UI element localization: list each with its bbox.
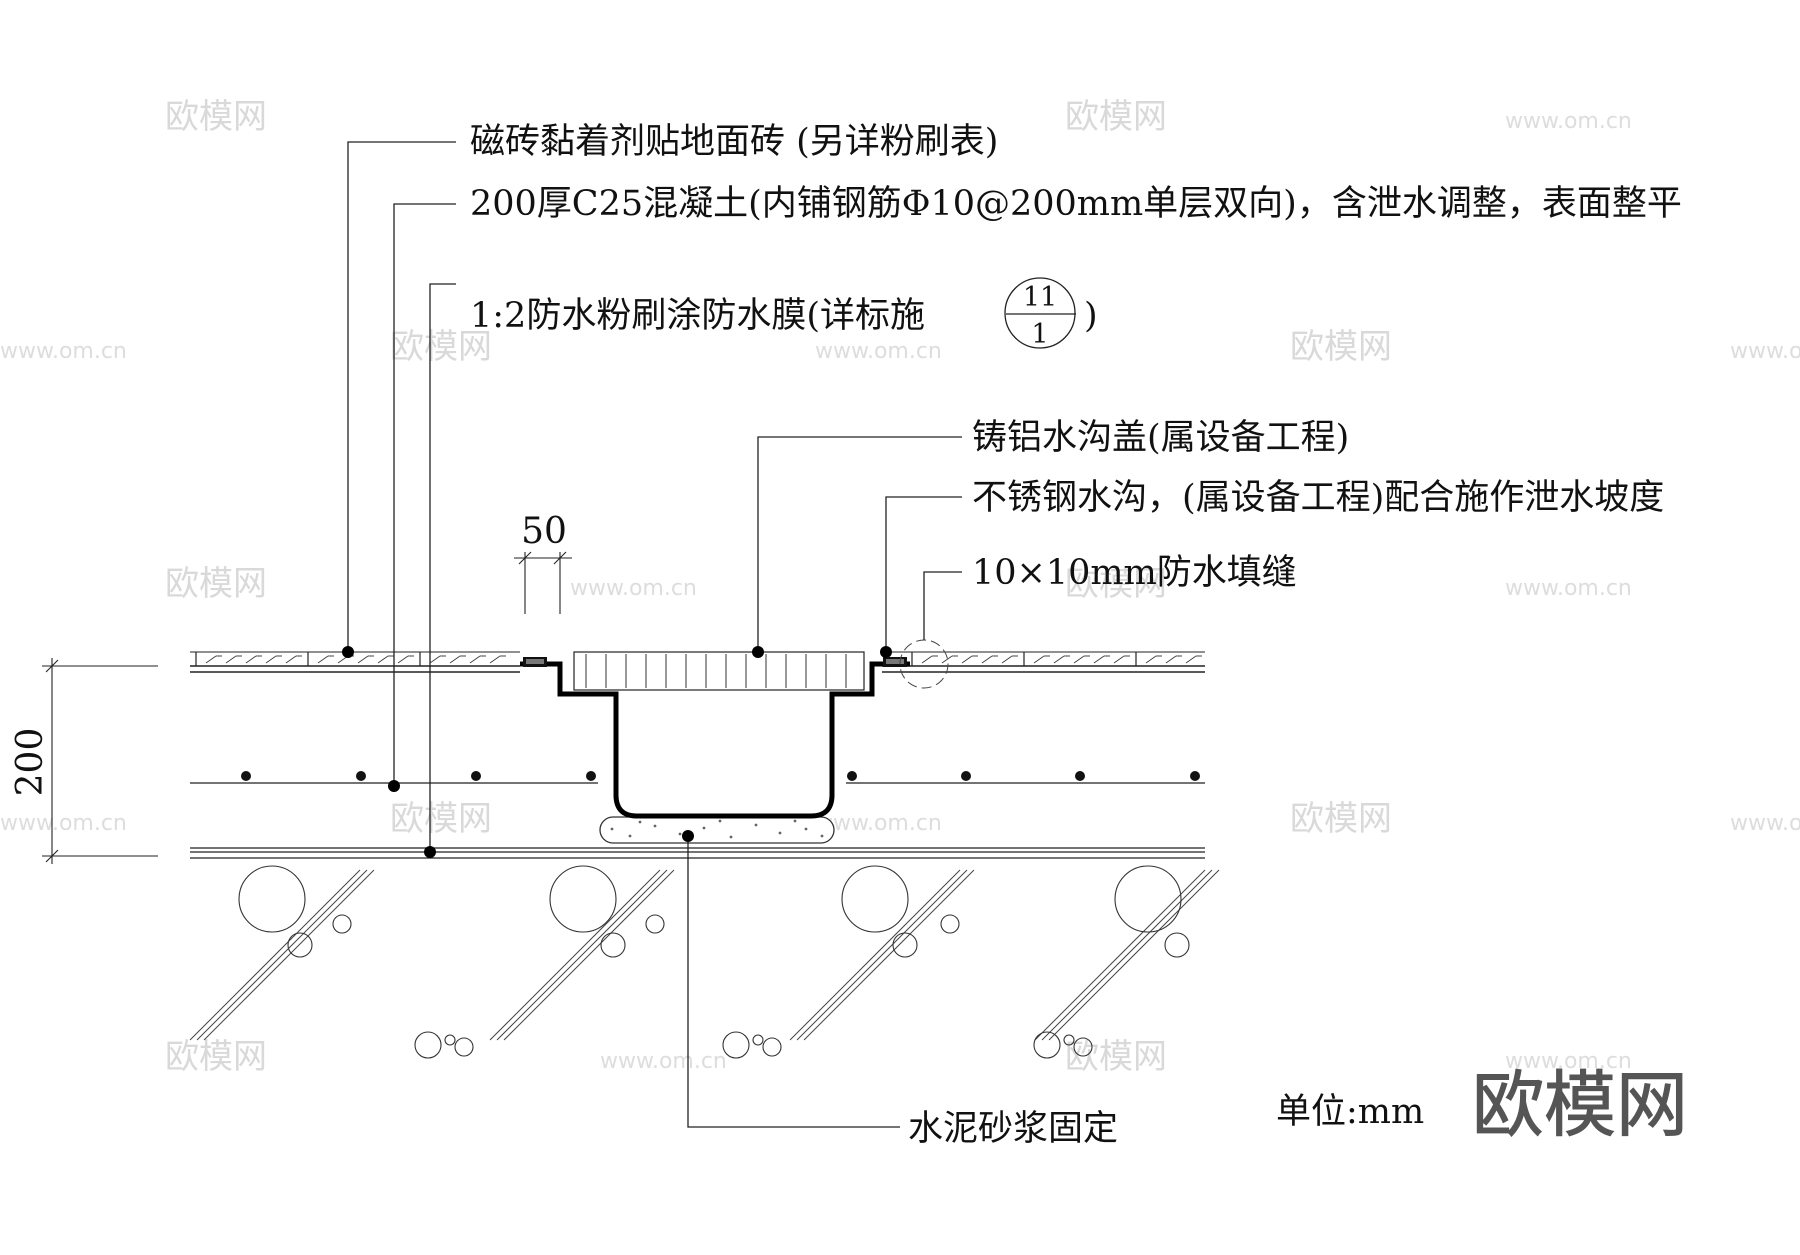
watermark-text: 欧模网	[1290, 327, 1392, 367]
brand-logo: 欧模网	[1472, 1063, 1688, 1147]
watermark-url: www.om.cn	[600, 1049, 727, 1074]
watermark-url: www.om.cn	[815, 339, 942, 364]
detail-reference-bubble: 11 1	[1004, 277, 1076, 350]
watermark-text: 欧模网	[390, 799, 492, 839]
watermark-url: www.om.cn	[1505, 1049, 1632, 1074]
callout-tile: 磁砖黏着剂贴地面砖 (另详粉刷表)	[470, 122, 998, 162]
watermark-text: 欧模网	[1065, 1037, 1167, 1077]
watermark-url: www.om.cn	[1505, 576, 1632, 601]
watermark-text: 欧模网	[1065, 564, 1167, 604]
watermark-url: www.om.cn	[815, 811, 942, 836]
tile-hatch	[195, 652, 506, 666]
watermark-url: www.om.cn	[0, 339, 127, 364]
callout-trench: 不锈钢水沟，(属设备工程)配合施作泄水坡度	[972, 478, 1664, 518]
leader-dots	[342, 646, 892, 858]
watermark-text: 欧模网	[165, 1037, 267, 1077]
tile-hatch	[911, 652, 1202, 666]
watermark-url: www.om.cn	[0, 811, 127, 836]
unit-label: 单位:mm	[1276, 1092, 1424, 1132]
ref-sheet-bottom: 1	[1031, 319, 1048, 350]
dimension-left-label: 200	[10, 728, 51, 797]
watermark-url: www.om.cn	[1730, 811, 1800, 836]
callout-concrete: 200厚C25混凝土(内铺钢筋Φ10@200mm单层双向)，含泄水调整，表面整平	[470, 184, 1682, 224]
stainless-steel-trench	[520, 657, 910, 819]
callout-joint: 10×10mm防水填缝	[972, 553, 1297, 593]
watermark-url: www.om.cn	[570, 576, 697, 601]
ref-sheet-top: 11	[1023, 282, 1057, 313]
leader-lines	[347, 141, 962, 1128]
watermark-text: 欧模网	[1065, 97, 1167, 137]
watermark-url: www.om.cn	[1730, 339, 1800, 364]
watermark-url: www.om.cn	[1505, 109, 1632, 134]
watermark-text: 欧模网	[390, 327, 492, 367]
watermark-text: 欧模网	[165, 97, 267, 137]
rebar-dots	[241, 771, 1200, 781]
watermark-text: 欧模网	[1290, 799, 1392, 839]
dimension-top	[514, 551, 572, 614]
watermark-text: 欧模网	[165, 564, 267, 604]
dimension-top-label: 50	[521, 511, 567, 552]
dimension-left	[42, 658, 158, 864]
callout-mortar: 水泥砂浆固定	[908, 1109, 1118, 1149]
mortar-bed	[599, 816, 835, 844]
callout-waterproof-close: )	[1084, 296, 1098, 336]
callout-waterproof: 1:2防水粉刷涂防水膜(详标施	[470, 296, 925, 336]
callout-cover: 铸铝水沟盖(属设备工程)	[972, 418, 1349, 458]
subgrade-aggregate	[189, 865, 1220, 1059]
cast-aluminium-cover	[573, 651, 865, 691]
floor-tile-layer	[190, 651, 1205, 673]
